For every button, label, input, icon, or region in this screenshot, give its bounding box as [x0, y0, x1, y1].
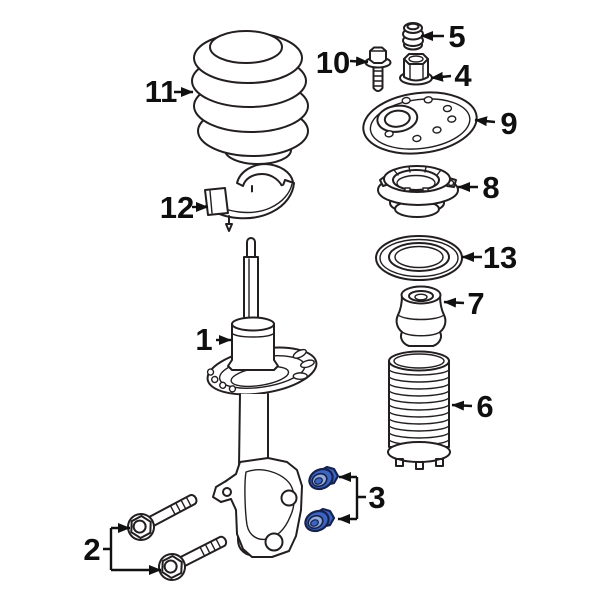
callout-9: 9 — [500, 106, 517, 141]
bolt-lower-left — [127, 493, 198, 541]
callout-3: 3 — [368, 480, 385, 515]
strut-mount — [377, 165, 459, 218]
arrow-7 — [443, 297, 465, 308]
callout-12: 12 — [160, 190, 194, 225]
callout-10: 10 — [316, 45, 350, 80]
bump-stop — [395, 285, 447, 347]
arrow-4 — [430, 71, 452, 82]
strut-bearing — [375, 235, 463, 281]
arrow-6 — [451, 400, 473, 411]
bracket-2 — [103, 528, 113, 570]
spring-seat — [204, 163, 295, 232]
callout-7: 7 — [467, 286, 484, 321]
flange-nut-highlighted-upper — [308, 465, 340, 491]
coil-spring — [191, 30, 309, 165]
callout-arrows — [103, 31, 496, 575]
mount-bolt — [364, 46, 392, 92]
callout-4: 4 — [454, 58, 472, 93]
cap — [402, 22, 424, 51]
callout-8: 8 — [482, 170, 499, 205]
strut-rod-nut — [399, 53, 433, 86]
strut — [206, 237, 318, 558]
strut-mount-plate — [362, 91, 478, 155]
callout-5: 5 — [448, 19, 465, 54]
callout-13: 13 — [483, 240, 517, 275]
arrow-10 — [349, 56, 369, 67]
callout-6: 6 — [476, 389, 493, 424]
flange-nut-highlighted-lower — [304, 507, 336, 533]
callout-11: 11 — [145, 74, 178, 109]
dust-boot — [387, 350, 451, 470]
bracket-3 — [355, 477, 366, 519]
arrow-9 — [474, 116, 496, 127]
callout-2: 2 — [83, 532, 100, 567]
callout-labels: 1 2 3 4 5 6 7 8 9 10 11 12 13 — [83, 19, 517, 567]
bolt-lower-left-2 — [158, 535, 228, 581]
callout-1: 1 — [195, 322, 212, 357]
